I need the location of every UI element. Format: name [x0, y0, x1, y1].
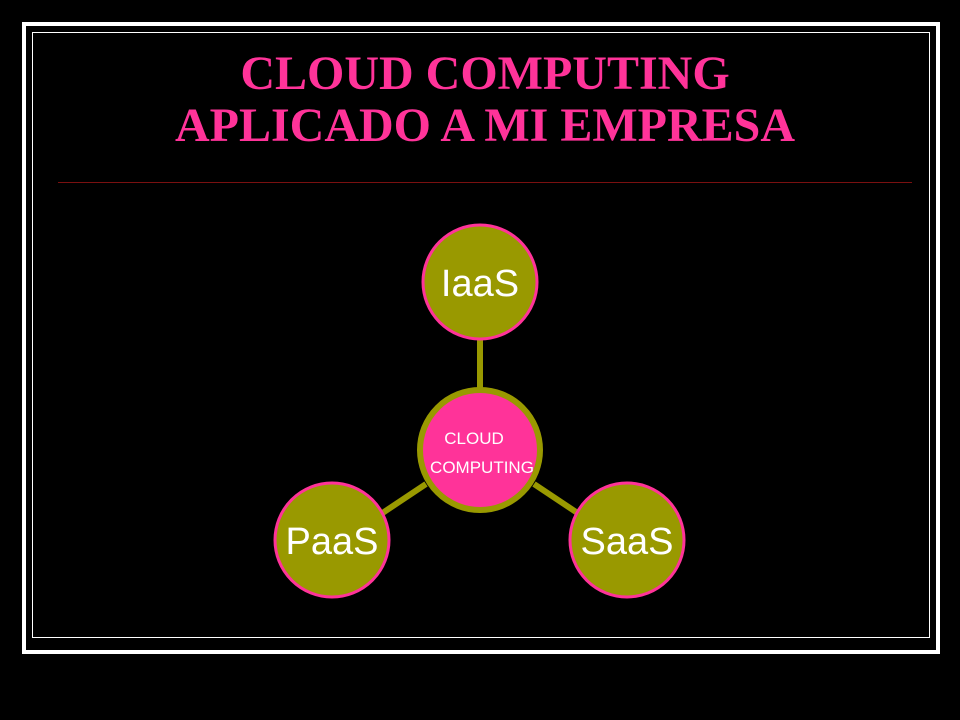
slide-inner-border [32, 32, 930, 638]
title-line-1: CLOUD COMPUTING [240, 47, 730, 100]
center-node-label-line-2: COMPUTING [430, 458, 534, 477]
title-divider [58, 182, 912, 183]
paas-node-label: PaaS [286, 521, 379, 563]
paas-node: PaaS [273, 481, 391, 599]
iaas-node-label: IaaS [441, 263, 519, 305]
center-node-label-line-1: CLOUD [444, 429, 504, 448]
paas-node-circle [273, 481, 391, 599]
saas-node-label: SaaS [581, 521, 674, 563]
saas-node-circle [568, 481, 686, 599]
title-line-2: APLICADO A MI EMPRESA [174, 99, 796, 152]
slide-title: CLOUD COMPUTING APLICADO A MI EMPRESA [60, 48, 910, 152]
iaas-node: IaaS [421, 223, 539, 341]
center-node: CLOUD COMPUTING [417, 387, 543, 513]
center-node-circle [417, 387, 543, 513]
saas-node: SaaS [568, 481, 686, 599]
iaas-node-circle [421, 223, 539, 341]
slide-outer-border [22, 22, 940, 654]
